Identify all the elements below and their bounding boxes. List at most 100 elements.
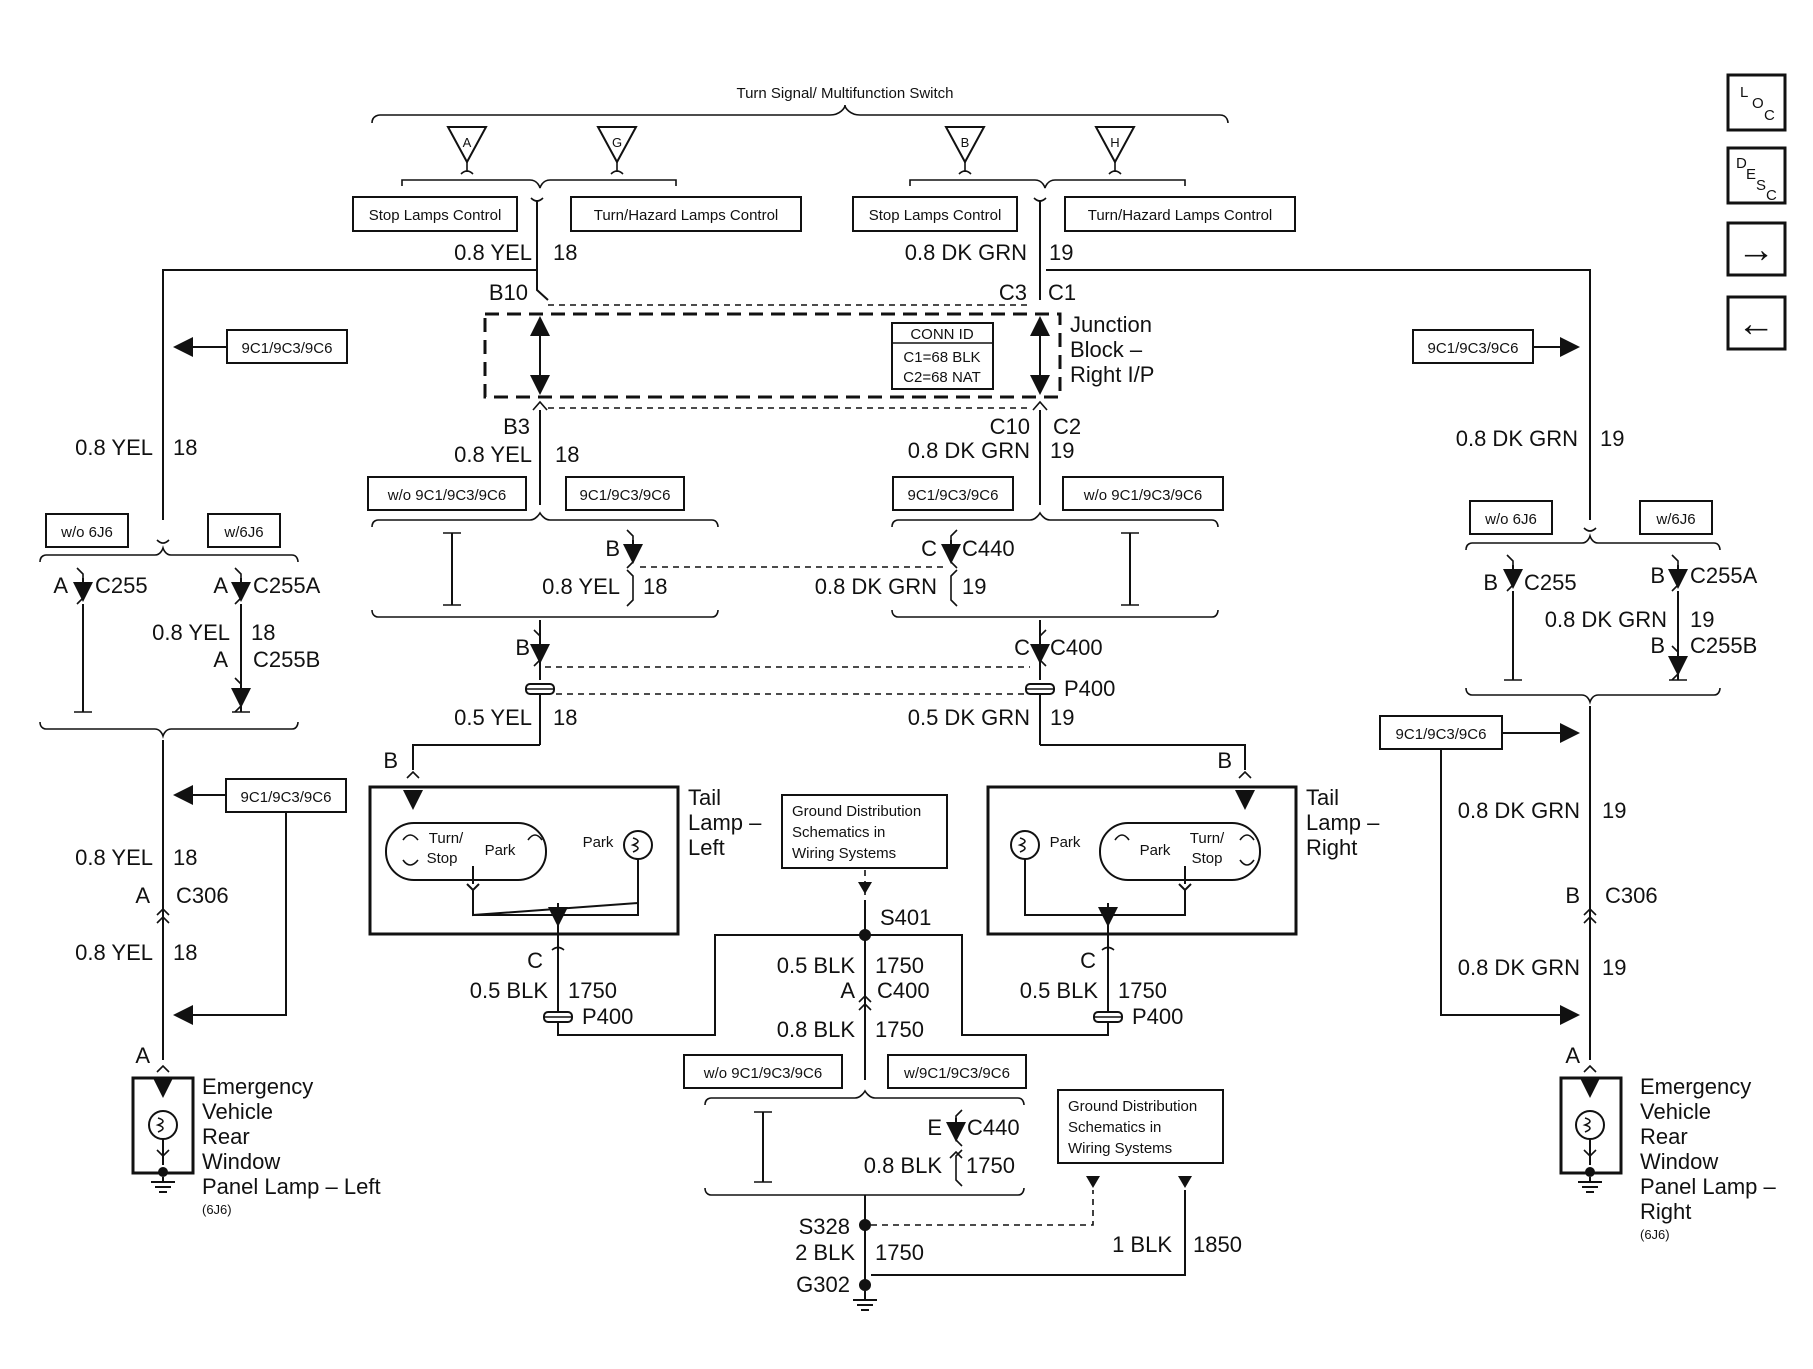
svg-text:Emergency: Emergency bbox=[1640, 1074, 1751, 1099]
opt-box-right-lower: 9C1/9C3/9C6 bbox=[1379, 715, 1503, 750]
svg-text:Rear: Rear bbox=[202, 1124, 250, 1149]
c400-upper: B C C400 P400 0.5 YEL 18 0.5 DK GRN 19 B… bbox=[383, 620, 1252, 779]
tail-lamp-right: Turn/ Stop Park Park Tail Lamp – Right bbox=[986, 785, 1380, 936]
svg-text:0.5 BLK: 0.5 BLK bbox=[777, 953, 856, 978]
desc-button[interactable]: D E S C bbox=[1726, 146, 1787, 205]
svg-text:18: 18 bbox=[173, 435, 197, 460]
svg-text:0.8 YEL: 0.8 YEL bbox=[542, 574, 620, 599]
svg-text:18: 18 bbox=[553, 705, 577, 730]
svg-text:0.5 DK GRN: 0.5 DK GRN bbox=[908, 705, 1030, 730]
svg-text:19: 19 bbox=[962, 574, 986, 599]
svg-text:19: 19 bbox=[1602, 798, 1626, 823]
svg-text:19: 19 bbox=[1602, 955, 1626, 980]
svg-text:0.8 YEL: 0.8 YEL bbox=[75, 435, 153, 460]
svg-text:A: A bbox=[1565, 1043, 1580, 1068]
svg-text:Left: Left bbox=[688, 835, 725, 860]
opt-box-w-right: 9C1/9C3/9C6 bbox=[892, 476, 1014, 511]
svg-text:Block –: Block – bbox=[1070, 337, 1143, 362]
opt-box-w6j6-right: w/6J6 bbox=[1639, 500, 1713, 535]
svg-text:Wiring Systems: Wiring Systems bbox=[792, 845, 896, 862]
svg-text:0.8 DK GRN: 0.8 DK GRN bbox=[1458, 798, 1580, 823]
svg-text:Stop: Stop bbox=[427, 850, 458, 867]
svg-text:1850: 1850 bbox=[1193, 1232, 1242, 1257]
svg-text:18: 18 bbox=[173, 845, 197, 870]
svg-text:0.8 YEL: 0.8 YEL bbox=[454, 442, 532, 467]
svg-text:0.5 YEL: 0.5 YEL bbox=[454, 705, 532, 730]
svg-text:(6J6): (6J6) bbox=[1640, 1227, 1670, 1242]
svg-text:O: O bbox=[1752, 95, 1764, 112]
svg-text:1750: 1750 bbox=[1118, 978, 1167, 1003]
turn-hazard-control-left: Turn/Hazard Lamps Control bbox=[570, 196, 802, 232]
svg-text:C: C bbox=[1014, 635, 1030, 660]
junction-block: B10 C3 C1 CONN ID C1=68 BLK C2=68 NAT Ju… bbox=[483, 280, 1154, 439]
loc-button[interactable]: L O C bbox=[1726, 73, 1787, 132]
svg-text:A: A bbox=[213, 573, 228, 598]
svg-text:0.8 DK GRN: 0.8 DK GRN bbox=[1456, 426, 1578, 451]
switch-wires: 0.8 YEL 18 0.8 DK GRN 19 bbox=[162, 197, 1591, 520]
svg-text:w/6J6: w/6J6 bbox=[1655, 511, 1695, 528]
svg-text:Vehicle: Vehicle bbox=[202, 1099, 273, 1124]
svg-text:Vehicle: Vehicle bbox=[1640, 1099, 1711, 1124]
svg-text:Ground Distribution: Ground Distribution bbox=[792, 803, 921, 820]
svg-text:C255B: C255B bbox=[1690, 633, 1757, 658]
svg-text:w/9C1/9C3/9C6: w/9C1/9C3/9C6 bbox=[903, 1065, 1010, 1082]
svg-text:C2=68 NAT: C2=68 NAT bbox=[903, 369, 981, 386]
svg-text:Ground Distribution: Ground Distribution bbox=[1068, 1098, 1197, 1115]
svg-text:w/o 9C1/9C3/9C6: w/o 9C1/9C3/9C6 bbox=[703, 1065, 822, 1082]
svg-text:19: 19 bbox=[1600, 426, 1624, 451]
switch-pin-h: H bbox=[1094, 126, 1136, 175]
svg-text:w/o 9C1/9C3/9C6: w/o 9C1/9C3/9C6 bbox=[387, 487, 506, 504]
svg-text:Emergency: Emergency bbox=[202, 1074, 313, 1099]
prev-button[interactable]: ← bbox=[1726, 295, 1787, 351]
svg-text:Park: Park bbox=[485, 842, 516, 859]
svg-text:E: E bbox=[1746, 166, 1756, 183]
svg-text:B: B bbox=[1565, 883, 1580, 908]
svg-text:P400: P400 bbox=[582, 1004, 633, 1029]
junction-output-wires: 0.8 YEL 18 0.8 DK GRN 19 bbox=[454, 410, 1074, 505]
svg-text:Turn/: Turn/ bbox=[1190, 830, 1225, 847]
opt-box-wo-left: w/o 9C1/9C3/9C6 bbox=[367, 476, 527, 511]
svg-text:Schematics in: Schematics in bbox=[1068, 1119, 1161, 1136]
svg-text:Right: Right bbox=[1306, 835, 1357, 860]
svg-text:B: B bbox=[515, 635, 530, 660]
svg-text:Right: Right bbox=[1640, 1199, 1691, 1224]
svg-text:9C1/9C3/9C6: 9C1/9C3/9C6 bbox=[580, 487, 671, 504]
opt-box-w-lower: w/9C1/9C3/9C6 bbox=[887, 1054, 1027, 1089]
opt-box-w-left: 9C1/9C3/9C6 bbox=[565, 476, 685, 511]
svg-text:S: S bbox=[1756, 177, 1766, 194]
svg-text:C1: C1 bbox=[1048, 280, 1076, 305]
svg-text:18: 18 bbox=[643, 574, 667, 599]
svg-text:9C1/9C3/9C6: 9C1/9C3/9C6 bbox=[1428, 340, 1519, 357]
svg-text:w/o 6J6: w/o 6J6 bbox=[60, 524, 113, 541]
opt-box-wo6j6-left: w/o 6J6 bbox=[45, 513, 129, 548]
svg-text:C255B: C255B bbox=[253, 647, 320, 672]
svg-text:Window: Window bbox=[202, 1149, 280, 1174]
svg-text:19: 19 bbox=[1050, 705, 1074, 730]
svg-text:0.8 YEL: 0.8 YEL bbox=[454, 240, 532, 265]
svg-text:B: B bbox=[1217, 748, 1232, 773]
switch-pin-b: B bbox=[944, 126, 986, 175]
svg-text:B: B bbox=[383, 748, 398, 773]
ev-lamp-left: Emergency Vehicle Rear Window Panel Lamp… bbox=[131, 1074, 381, 1217]
svg-text:Tail: Tail bbox=[1306, 785, 1339, 810]
switch-pin-a: A bbox=[446, 126, 488, 175]
svg-text:9C1/9C3/9C6: 9C1/9C3/9C6 bbox=[908, 487, 999, 504]
svg-text:C: C bbox=[527, 948, 543, 973]
svg-text:S401: S401 bbox=[880, 905, 931, 930]
svg-text:1750: 1750 bbox=[966, 1153, 1015, 1178]
stop-lamps-control-right: Stop Lamps Control bbox=[852, 196, 1018, 232]
svg-text:9C1/9C3/9C6: 9C1/9C3/9C6 bbox=[1396, 726, 1487, 743]
svg-text:19: 19 bbox=[1050, 438, 1074, 463]
svg-text:C440: C440 bbox=[962, 536, 1015, 561]
svg-text:18: 18 bbox=[251, 620, 275, 645]
next-button[interactable]: → bbox=[1726, 221, 1787, 277]
stop-lamps-control-left: Stop Lamps Control bbox=[352, 196, 518, 232]
svg-text:S328: S328 bbox=[799, 1214, 850, 1239]
opt-box-wo-lower: w/o 9C1/9C3/9C6 bbox=[683, 1054, 843, 1089]
c440-upper: B 0.8 YEL 18 C C440 0.8 DK GRN 19 bbox=[371, 511, 1219, 618]
tail-lamp-left: Turn/ Stop Park Park Tail Lamp – Left bbox=[368, 785, 762, 936]
right-ev-circuit: 9C1/9C3/9C6 0.8 DK GRN 19 w/o 6J6 w/6J6 … bbox=[1379, 329, 1758, 1073]
svg-text:0.8 YEL: 0.8 YEL bbox=[75, 940, 153, 965]
svg-text:Wiring Systems: Wiring Systems bbox=[1068, 1140, 1172, 1157]
